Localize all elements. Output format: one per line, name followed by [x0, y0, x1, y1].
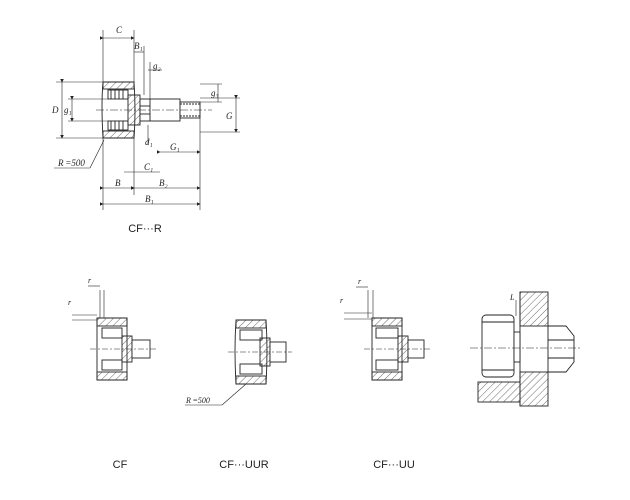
- cf-uur-drawing: [185, 319, 292, 406]
- caption-cf-uu: CF···UU: [373, 459, 415, 471]
- cf-uu-r-horizontal-label: r: [358, 277, 362, 286]
- mounted-l-label: L: [509, 293, 515, 302]
- dim-b1-top-label: B₁: [134, 41, 143, 51]
- dim-g-label: G: [226, 111, 233, 121]
- dim-d1-label: d₁: [145, 137, 153, 147]
- dim-d-label: D: [51, 105, 59, 115]
- dim-b-label: B: [115, 178, 121, 188]
- cf-r-horizontal-label: r: [88, 276, 92, 285]
- caption-cf-r: CF···R: [128, 223, 162, 235]
- dim-r-main-label: R =500: [57, 158, 85, 168]
- caption-cf: CF: [112, 459, 128, 471]
- dim-g1-label: g₁: [64, 105, 72, 115]
- cf-r-dimension-labels: C B₁ g₂ D g₁ g₃ G d₁ G₁ C₁ R =500 B B₂ B…: [51, 25, 233, 204]
- dim-b1-label: B₁: [145, 194, 154, 204]
- dim-c-label: C: [116, 25, 123, 35]
- mounted-assembly-drawing: [470, 291, 582, 407]
- cf-r-dimension-lines: [54, 30, 240, 210]
- caption-cf-uur: CF···UUR: [219, 459, 269, 471]
- cf-drawing: [72, 285, 158, 381]
- cf-uu-drawing: [344, 286, 430, 381]
- cf-r-vertical-label: r: [68, 298, 72, 307]
- dim-b2-label: B₂: [159, 178, 168, 188]
- dim-c1-label: C₁: [144, 162, 153, 172]
- cf-uu-r-vertical-label: r: [340, 296, 344, 305]
- dim-g1-cap-label: G₁: [170, 142, 180, 152]
- cf-uur-r-label: R =500: [185, 396, 210, 405]
- dim-g3-label: g₃: [211, 88, 219, 98]
- cf-r-drawing: [96, 81, 212, 139]
- dim-g2-label: g₂: [153, 61, 161, 71]
